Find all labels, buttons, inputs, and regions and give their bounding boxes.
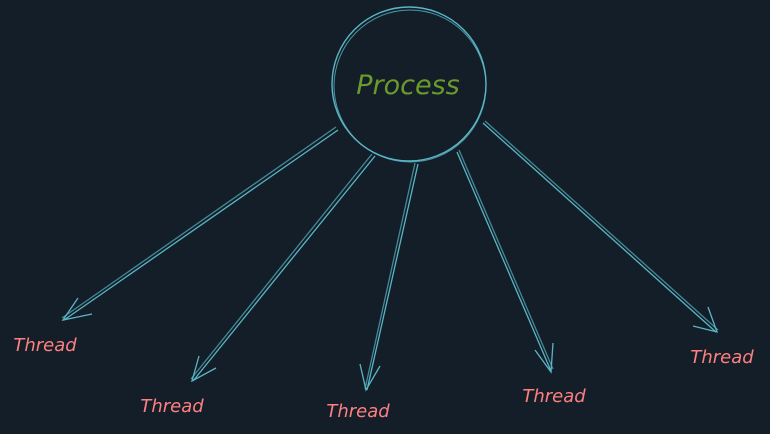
arrow-to-thread-2 (190, 153, 376, 383)
thread-label-4: Thread (522, 386, 586, 407)
arrow-4-head (534, 342, 554, 374)
arrow-to-thread-4 (456, 149, 554, 374)
process-circle-sketch (333, 9, 487, 163)
thread-label-2: Thread (140, 396, 204, 417)
arrow-1-shaft (63, 129, 339, 321)
arrow-2-shaft-sketch (190, 153, 373, 380)
arrow-1-head (61, 297, 93, 321)
arrow-5-head (692, 306, 719, 333)
arrow-5-shaft (482, 122, 717, 333)
arrow-3-shaft-sketch (364, 162, 416, 390)
thread-label-3: Thread (326, 401, 390, 422)
arrow-to-thread-5 (482, 120, 719, 333)
arrow-5-shaft-sketch (484, 120, 719, 331)
arrow-3-head (359, 363, 381, 392)
thread-label-5: Thread (690, 347, 754, 368)
thread-label-1: Thread (13, 335, 77, 356)
arrow-1-shaft-sketch (61, 126, 337, 319)
arrow-to-thread-3 (359, 162, 419, 392)
process-node: Process (331, 6, 487, 163)
arrow-2-head (190, 355, 217, 383)
arrow-4-shaft (456, 151, 552, 372)
arrow-4-shaft-sketch (458, 149, 554, 370)
process-label: Process (356, 70, 460, 101)
arrow-to-thread-1 (61, 126, 339, 321)
arrow-2-shaft (192, 155, 376, 382)
arrow-3-shaft (366, 163, 419, 391)
